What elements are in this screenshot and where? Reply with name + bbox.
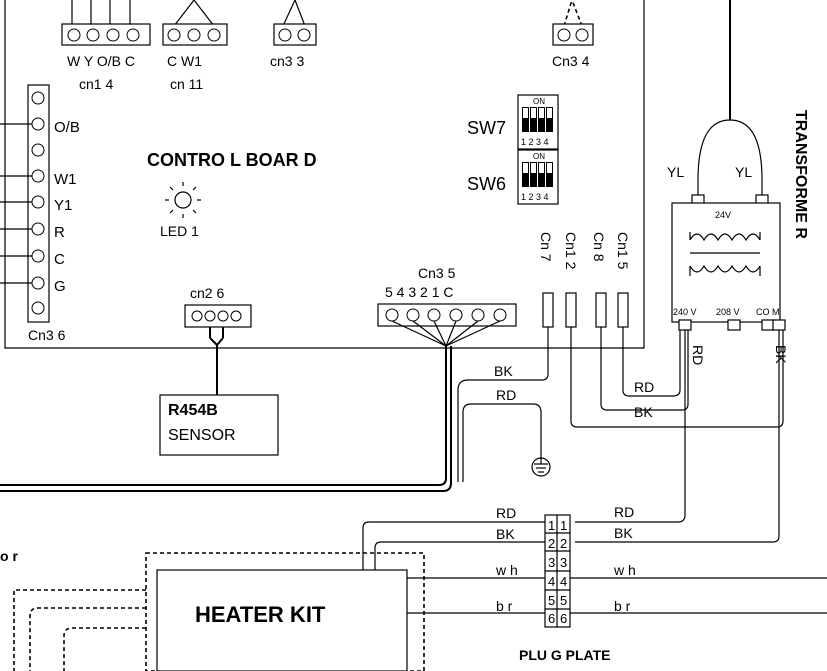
ground-icon — [531, 450, 551, 477]
wire-bk-right: BK — [614, 525, 633, 541]
transformer: YL YL 24V 240 V 208 V CO M TRANSFORME R … — [667, 0, 809, 365]
wire-br-left: b r — [496, 598, 513, 614]
svg-text:5: 5 — [560, 593, 567, 608]
control-board: CONTRO L BOAR D — [4, 0, 645, 349]
cn11-label: cn 11 — [170, 76, 203, 92]
sensor-label-2: SENSOR — [168, 427, 236, 444]
svg-text:2: 2 — [560, 536, 567, 551]
transformer-title: TRANSFORME R — [792, 110, 809, 239]
cn33-label: cn3 3 — [270, 53, 304, 69]
svg-text:4: 4 — [548, 574, 555, 589]
pin-c: C — [54, 251, 65, 268]
svg-text:ON: ON — [533, 97, 545, 106]
yl-left-label: YL — [667, 164, 684, 180]
cn14-pin-labels: W Y O/B C — [67, 53, 135, 69]
plug-plate-title: PLU G PLATE — [519, 647, 611, 663]
pin-r: R — [54, 224, 65, 241]
svg-text:4: 4 — [560, 574, 567, 589]
pin-ob: O/B — [54, 119, 80, 136]
wire-rd-right: RD — [614, 504, 634, 520]
svg-text:1 2 3 4: 1 2 3 4 — [521, 192, 549, 202]
cn7-label: Cn 7 — [538, 232, 554, 262]
svg-text:3: 3 — [548, 555, 555, 570]
cn26-label: cn2 6 — [190, 285, 224, 301]
cn35-harness — [0, 320, 501, 492]
connector-cn34: Cn3 4 — [552, 0, 594, 69]
sw6-label: SW6 — [467, 174, 506, 194]
wire-rd1: RD — [496, 387, 516, 403]
r454b-sensor: R454B SENSOR — [159, 327, 279, 456]
cn34-label: Cn3 4 — [552, 53, 590, 69]
wire-bk-vertical: BK — [773, 345, 789, 364]
led-label: LED 1 — [160, 223, 199, 239]
pin-g: G — [54, 278, 66, 295]
partial-label: o r — [0, 548, 18, 564]
wire-bk-left: BK — [496, 526, 515, 542]
connector-cn14: W Y O/B C cn1 4 — [61, 0, 151, 92]
svg-text:1 2 3 4: 1 2 3 4 — [521, 137, 549, 147]
cn12-label: Cn1 2 — [563, 232, 579, 270]
connector-cn35: Cn3 5 5 4 3 2 1 C — [377, 265, 517, 327]
wire-wh-left: w h — [495, 562, 518, 578]
connector-cn26: cn2 6 — [184, 285, 252, 328]
heater-kit-label: HEATER KIT — [195, 602, 326, 627]
cn36-label: Cn3 6 — [28, 327, 66, 343]
cn35-pin-labels: 5 4 3 2 1 C — [385, 284, 454, 300]
transformer-to-plug-wires: RD BK w h b r — [570, 330, 827, 614]
svg-text:1: 1 — [548, 518, 555, 533]
pin-w1: W1 — [54, 171, 77, 188]
v208-label: 208 V — [716, 307, 740, 317]
sw6-dip-switch: SW6 ON 1 2 3 4 — [467, 149, 559, 205]
pin-y1: Y1 — [54, 197, 72, 214]
svg-text:6: 6 — [560, 611, 567, 626]
svg-text:ON: ON — [533, 152, 545, 161]
cn7-cn12-wires: BK RD — [457, 327, 784, 482]
sw7-label: SW7 — [467, 118, 506, 138]
yl-right-label: YL — [735, 164, 752, 180]
svg-text:6: 6 — [548, 611, 555, 626]
led-icon — [165, 182, 201, 218]
wire-br-right: b r — [614, 598, 631, 614]
cn8-label: Cn 8 — [591, 232, 607, 262]
v24-label: 24V — [715, 210, 731, 220]
sensor-label-1: R454B — [168, 402, 218, 419]
plug-plate: 1 1 2 2 3 3 4 4 5 5 6 6 PLU G PLATE — [519, 514, 611, 663]
heater-kit: HEATER KIT RD BK w h b r — [13, 505, 545, 671]
connector-cn33: cn3 3 — [270, 0, 317, 69]
svg-text:5: 5 — [548, 593, 555, 608]
cn11-pin-labels: C W1 — [167, 53, 202, 69]
sw7-dip-switch: SW7 ON 1 2 3 4 — [467, 94, 559, 150]
connector-cn36: O/B W1 Y1 R C G Cn3 6 — [0, 84, 80, 343]
com-label: CO M — [756, 307, 780, 317]
cn15-label: Cn1 5 — [615, 232, 631, 270]
wire-bk2: BK — [634, 404, 653, 420]
svg-text:1: 1 — [560, 518, 567, 533]
vertical-connectors: Cn 7 Cn1 2 Cn 8 Cn1 5 — [538, 232, 631, 328]
wire-rd-vertical: RD — [690, 345, 706, 365]
wire-rd-left: RD — [496, 505, 516, 521]
connector-cn11: C W1 cn 11 — [162, 0, 228, 92]
cn14-label: cn1 4 — [79, 76, 113, 92]
cn35-label: Cn3 5 — [418, 265, 456, 281]
board-title: CONTRO L BOAR D — [147, 150, 317, 170]
wire-rd2: RD — [634, 379, 654, 395]
wire-wh-right: w h — [613, 562, 636, 578]
svg-text:3: 3 — [560, 555, 567, 570]
cn8-cn15-wires: RD BK — [600, 327, 689, 420]
wire-bk1: BK — [494, 363, 513, 379]
v240-label: 240 V — [673, 307, 697, 317]
svg-text:2: 2 — [548, 536, 555, 551]
